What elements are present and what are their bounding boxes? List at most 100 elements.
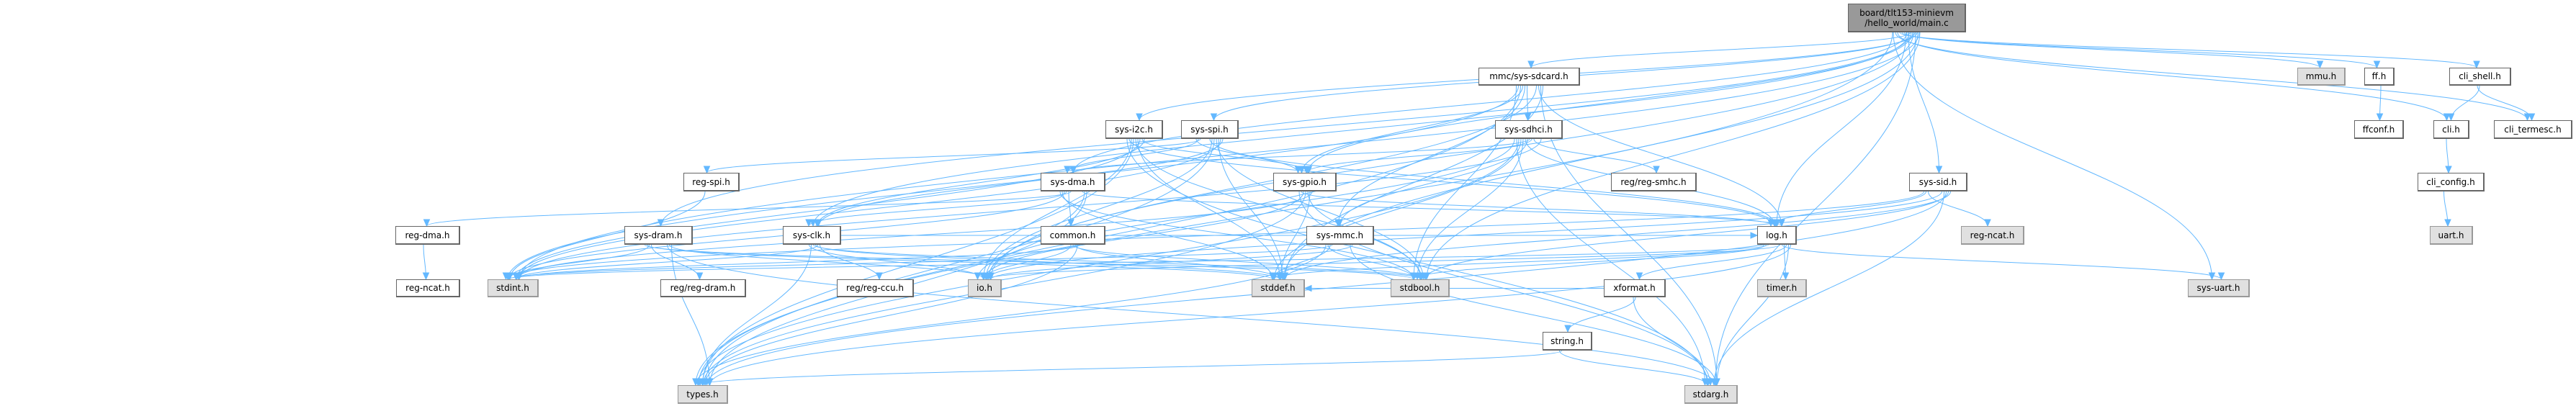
node-label: sys-gpio.h bbox=[1282, 176, 1327, 187]
edge-main-stddef bbox=[1283, 32, 1918, 280]
node-label: sys-sdhci.h bbox=[1504, 124, 1553, 135]
node-sysuart: sys-uart.h bbox=[2188, 279, 2250, 297]
edge-main-dma bbox=[1072, 32, 1908, 173]
node-log[interactable]: log.h bbox=[1757, 226, 1797, 245]
node-label: ffconf.h bbox=[2362, 124, 2395, 135]
node-regspi[interactable]: reg-spi.h bbox=[683, 173, 740, 191]
edge-xformat-string bbox=[1567, 297, 1636, 333]
edge-main-cli_shell bbox=[1899, 32, 2477, 68]
edge-i2c-io bbox=[983, 138, 1132, 280]
node-regdma[interactable]: reg-dma.h bbox=[395, 226, 460, 245]
node-sdhci[interactable]: sys-sdhci.h bbox=[1495, 120, 1563, 139]
node-label: sys-sid.h bbox=[1918, 176, 1957, 187]
node-sdcard[interactable]: mmc/sys-sdcard.h bbox=[1478, 68, 1580, 86]
node-label: ff.h bbox=[2371, 71, 2387, 81]
edge-sid-types bbox=[706, 191, 1947, 386]
edge-clk-stdint bbox=[516, 244, 818, 280]
node-types: types.h bbox=[678, 385, 728, 404]
arrowhead-icon bbox=[1635, 272, 1643, 281]
edge-log-stddef bbox=[1273, 244, 1767, 280]
edge-sdhci-stdbool bbox=[1417, 138, 1524, 280]
node-sid[interactable]: sys-sid.h bbox=[1909, 173, 1967, 191]
arrowhead-icon bbox=[513, 272, 520, 281]
node-dram[interactable]: sys-dram.h bbox=[624, 226, 693, 245]
edge-dram-stddef bbox=[647, 244, 1273, 280]
edge-clk-stddef bbox=[815, 244, 1280, 280]
node-ff[interactable]: ff.h bbox=[2364, 68, 2395, 86]
arrowhead-icon bbox=[1710, 378, 1718, 387]
arrowhead-icon bbox=[1767, 219, 1774, 227]
edge-sdhci-stddef bbox=[1274, 138, 1522, 280]
edge-log-xformat bbox=[1639, 244, 1787, 280]
node-clk[interactable]: sys-clk.h bbox=[783, 226, 841, 245]
node-gpio[interactable]: sys-gpio.h bbox=[1273, 173, 1337, 191]
node-stdarg: stdarg.h bbox=[1684, 385, 1738, 404]
arrowhead-icon bbox=[1422, 272, 1429, 281]
edge-dram-stdarg bbox=[667, 244, 1716, 386]
edge-sdhci-stdint bbox=[519, 138, 1542, 280]
node-mmc[interactable]: sys-mmc.h bbox=[1306, 226, 1374, 245]
node-uart: uart.h bbox=[2430, 226, 2473, 245]
node-main[interactable]: board/tlt153-minievm /hello_world/main.c bbox=[1848, 4, 1966, 32]
node-ccu[interactable]: reg/reg-ccu.h bbox=[837, 279, 914, 297]
arrowhead-icon bbox=[502, 272, 510, 281]
arrowhead-icon bbox=[1410, 272, 1417, 281]
edge-dma-clk bbox=[808, 191, 1067, 227]
node-label: sys-clk.h bbox=[792, 230, 831, 240]
edge-spi-log bbox=[1209, 138, 1777, 227]
node-common[interactable]: common.h bbox=[1041, 226, 1105, 245]
node-regdram[interactable]: reg/reg-dram.h bbox=[660, 279, 746, 297]
edge-sid-stdint bbox=[506, 191, 1924, 280]
node-spi[interactable]: sys-spi.h bbox=[1181, 120, 1239, 139]
node-label: sys-dma.h bbox=[1050, 176, 1095, 187]
arrowhead-icon bbox=[1064, 166, 1071, 174]
edge-main-cli_termesc bbox=[1895, 32, 2528, 121]
node-label: log.h bbox=[1766, 230, 1787, 240]
edge-common-types bbox=[704, 244, 1078, 386]
node-smhc[interactable]: reg/reg-smhc.h bbox=[1611, 173, 1697, 191]
edge-spi-stdbool bbox=[1216, 138, 1424, 280]
edge-string-types bbox=[699, 350, 1562, 386]
node-label: types.h bbox=[686, 389, 719, 400]
arrowhead-icon bbox=[1280, 272, 1288, 281]
node-label: mmc/sys-sdcard.h bbox=[1489, 71, 1569, 81]
edge-sdhci-stdarg bbox=[1516, 138, 1705, 386]
node-label: stdint.h bbox=[496, 283, 529, 293]
edge-spi-gpio bbox=[1195, 138, 1298, 173]
node-dma[interactable]: sys-dma.h bbox=[1041, 173, 1105, 191]
arrowhead-icon bbox=[1524, 113, 1532, 122]
node-label: sys-dram.h bbox=[634, 230, 683, 240]
node-ncat1[interactable]: reg-ncat.h bbox=[396, 279, 460, 297]
node-label: reg/reg-dram.h bbox=[670, 283, 736, 293]
edge-sid-stdbool bbox=[1424, 191, 1949, 280]
edge-i2c-stdint bbox=[516, 138, 1141, 280]
arrowhead-icon bbox=[1703, 378, 1711, 387]
edge-sid-stddef bbox=[1284, 191, 1951, 280]
node-cli-termesc[interactable]: cli_termesc.h bbox=[2494, 120, 2572, 139]
node-label: io.h bbox=[977, 283, 992, 293]
arrowhead-icon bbox=[703, 378, 711, 387]
node-label: mmu.h bbox=[2305, 71, 2337, 81]
node-label: stdbool.h bbox=[1399, 283, 1440, 293]
node-label: stddef.h bbox=[1260, 283, 1296, 293]
node-label: xformat.h bbox=[1613, 283, 1656, 293]
node-label: cli_termesc.h bbox=[2504, 124, 2562, 135]
node-stdint: stdint.h bbox=[488, 279, 539, 297]
edge-log-io bbox=[986, 244, 1780, 280]
node-xformat[interactable]: xformat.h bbox=[1604, 279, 1666, 297]
arrowhead-icon bbox=[696, 272, 704, 281]
arrowhead-icon bbox=[703, 166, 711, 174]
node-string[interactable]: string.h bbox=[1543, 332, 1592, 351]
arrowhead-icon bbox=[2473, 60, 2480, 69]
node-cli-shell[interactable]: cli_shell.h bbox=[2449, 68, 2511, 86]
node-stddef: stddef.h bbox=[1252, 279, 1305, 297]
node-cli-config[interactable]: cli_config.h bbox=[2418, 173, 2485, 191]
node-label: reg-spi.h bbox=[692, 176, 730, 187]
node-i2c[interactable]: sys-i2c.h bbox=[1105, 120, 1163, 139]
arrowhead-icon bbox=[1564, 325, 1571, 333]
arrowhead-icon bbox=[876, 272, 883, 281]
edge-sdhci-dma bbox=[1073, 138, 1530, 173]
node-cli[interactable]: cli.h bbox=[2433, 120, 2469, 139]
node-ffconf[interactable]: ffconf.h bbox=[2354, 120, 2404, 139]
edge-gpio-types bbox=[703, 191, 1306, 386]
